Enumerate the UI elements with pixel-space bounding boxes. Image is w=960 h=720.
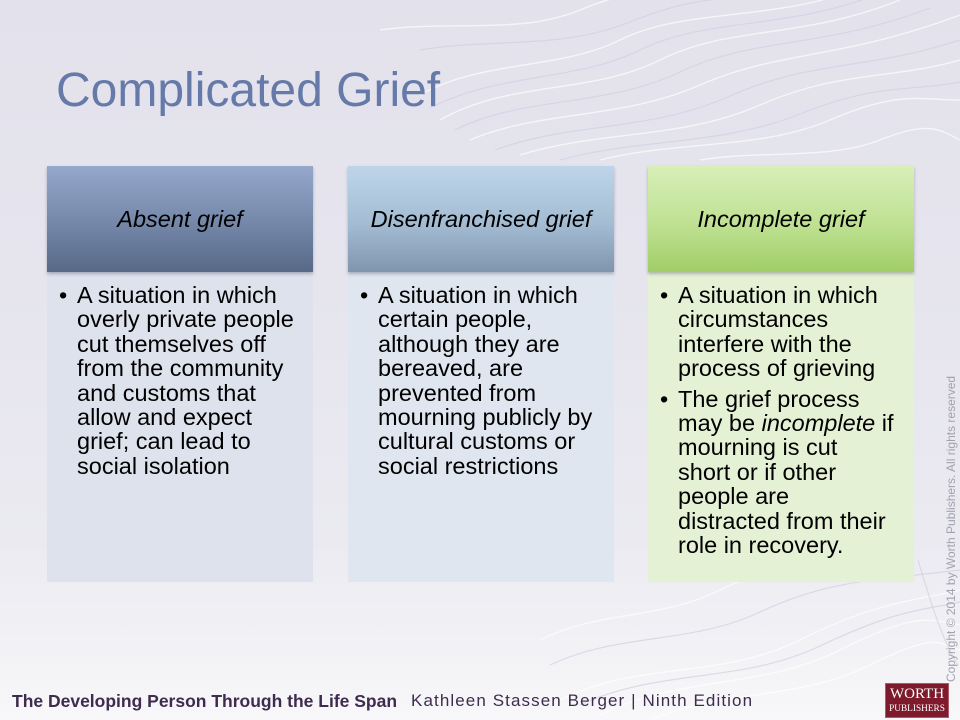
bullet-line-text: if [875, 410, 894, 437]
bullet-line: prevented from [378, 379, 537, 406]
bullet-line: grief; can lead to [77, 428, 251, 455]
bullet-line: A situation in which [77, 282, 277, 308]
column-header: Absent grief [47, 166, 313, 272]
bullet-line: certain people, [378, 306, 533, 333]
bullet-line: A situation in which [678, 282, 878, 308]
column-header-label: Absent grief [117, 206, 243, 232]
bullet-line-text: may be [678, 410, 762, 437]
bullet-line: mourning is cut [678, 434, 838, 461]
bullet-line: circumstances [678, 306, 829, 333]
column-incomplete-grief: A situation in which circumstances inter… [648, 166, 914, 582]
logo-line-top: WORTH [889, 686, 945, 702]
worth-publishers-logo: WORTH PUBLISHERS [885, 683, 949, 718]
bullet-line: people are [678, 483, 790, 510]
column-body: A situation in which overly private peop… [47, 270, 313, 582]
bullet-item: A situation in which overly private peop… [77, 282, 313, 479]
bullet-item: A situation in which certain people, alt… [378, 282, 614, 479]
bullet-icon [360, 283, 368, 307]
column-header-label: Incomplete grief [697, 206, 865, 232]
bullet-line: from the community [77, 355, 284, 382]
footer-author-edition: Kathleen Stassen Berger | Ninth Edition [411, 691, 754, 710]
column-disenfranchised-grief: A situation in which certain people, alt… [348, 166, 614, 582]
bullet-line: role in recovery. [678, 532, 844, 559]
slide-title: Complicated Grief [56, 64, 441, 117]
bullet-line: and customs that [77, 379, 256, 406]
bullet-icon [59, 283, 67, 307]
logo-line-bottom: PUBLISHERS [889, 704, 945, 714]
bullet-line: cultural customs or [378, 428, 576, 455]
column-header: Incomplete grief [648, 166, 914, 272]
bullet-line: cut themselves off [77, 330, 266, 357]
bullet-item: The grief process may be incomplete if m… [678, 385, 914, 559]
column-absent-grief: A situation in which overly private peop… [47, 166, 313, 582]
bullet-line: The grief process [678, 385, 860, 412]
column-body: A situation in which circumstances inter… [648, 270, 914, 582]
bullet-item: A situation in which circumstances inter… [678, 283, 914, 381]
column-header-label: Disenfranchised grief [370, 206, 592, 232]
bullet-line: although they are [378, 330, 560, 357]
bullet-line: allow and expect [77, 404, 253, 431]
emphasized-word: incomplete [761, 410, 876, 437]
bullet-line: mourning publicly by [378, 404, 593, 431]
bullet-line: process of grieving [678, 355, 876, 382]
bullet-icon [660, 387, 668, 411]
footer-book-title: The Developing Person Through the Life S… [12, 691, 398, 711]
bullet-line: distracted from their [678, 507, 886, 534]
bullet-line: bereaved, are [378, 355, 524, 382]
bullet-line: short or if other [678, 458, 837, 485]
bullet-line: interfere with the [678, 330, 852, 357]
column-body: A situation in which certain people, alt… [348, 270, 614, 582]
bullet-icon [660, 283, 668, 307]
bullet-line: social restrictions [378, 452, 559, 479]
column-header: Disenfranchised grief [348, 166, 614, 272]
bullet-line: overly private people [77, 306, 294, 333]
bullet-line: social isolation [77, 452, 230, 479]
copyright-notice: Copyright © 2014 by Worth Publishers. Al… [944, 375, 958, 682]
bullet-line: A situation in which [378, 282, 578, 308]
bullet-line: may be incomplete if [678, 411, 914, 435]
